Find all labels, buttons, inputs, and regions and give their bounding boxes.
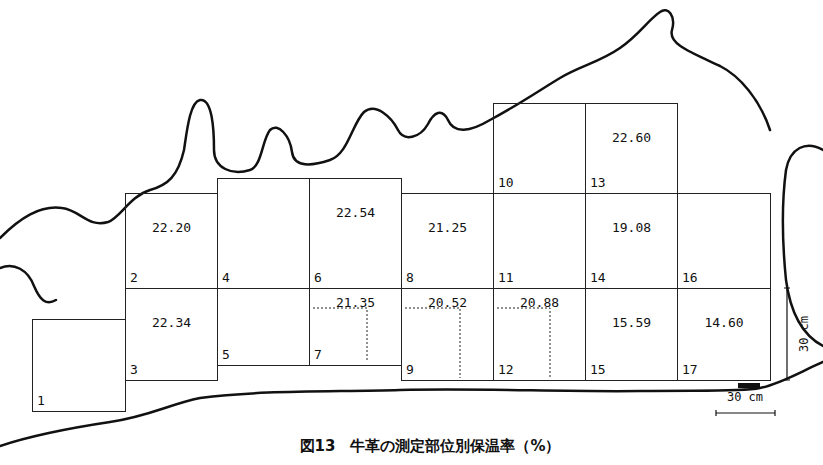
cell-number: 2 bbox=[130, 270, 138, 285]
insulation-value: 15.59 bbox=[586, 315, 677, 330]
insulation-value: 14.60 bbox=[678, 315, 770, 330]
insulation-value: 22.34 bbox=[126, 315, 217, 330]
insulation-value: 22.20 bbox=[126, 220, 217, 235]
measurement-cell: 10 bbox=[493, 103, 586, 194]
cell-number: 8 bbox=[406, 270, 414, 285]
cell-number: 14 bbox=[590, 270, 606, 285]
cell-number: 11 bbox=[498, 270, 514, 285]
cell-number: 12 bbox=[498, 362, 514, 377]
cell-number: 9 bbox=[406, 362, 414, 377]
measurement-cell: 21.25 8 bbox=[401, 193, 494, 289]
measurement-cell: 22.54 6 bbox=[309, 178, 402, 289]
figure-caption: 図13 牛革の測定部位別保温率（%） bbox=[300, 437, 561, 456]
measurement-cell: 19.08 14 bbox=[585, 193, 678, 289]
measurement-cell: 20.88 12 bbox=[493, 288, 586, 381]
cell-number: 13 bbox=[590, 175, 606, 190]
insulation-value: 19.08 bbox=[586, 220, 677, 235]
cell-number: 15 bbox=[590, 362, 606, 377]
measurement-cell: 4 bbox=[217, 178, 310, 289]
scale-label: 30 cm bbox=[727, 390, 763, 404]
cell-number: 1 bbox=[37, 393, 45, 408]
insulation-value: 22.54 bbox=[310, 205, 401, 220]
measurement-cell: 1 bbox=[32, 319, 126, 412]
insulation-value: 20.52 bbox=[402, 295, 493, 310]
measurement-cell: 21.35 7 bbox=[309, 288, 402, 366]
cell-number: 17 bbox=[682, 362, 698, 377]
cell-number: 4 bbox=[222, 270, 230, 285]
cell-number: 7 bbox=[314, 347, 322, 362]
measurement-cell: 15.59 15 bbox=[585, 288, 678, 381]
measurement-cell: 20.52 9 bbox=[401, 288, 494, 381]
cell-number: 6 bbox=[314, 270, 322, 285]
cell-number: 10 bbox=[498, 175, 514, 190]
cell-number: 5 bbox=[222, 347, 230, 362]
measurement-cell: 22.60 13 bbox=[585, 103, 678, 194]
insulation-value: 21.25 bbox=[402, 220, 493, 235]
measurement-cell: 14.60 17 bbox=[677, 288, 771, 381]
cell-number: 16 bbox=[682, 270, 698, 285]
measurement-cell: 16 bbox=[677, 193, 771, 289]
measurement-cell: 5 bbox=[217, 288, 310, 366]
measurement-cell: 11 bbox=[493, 193, 586, 289]
insulation-value: 20.88 bbox=[494, 295, 585, 310]
cell-number: 3 bbox=[130, 362, 138, 377]
insulation-value: 21.35 bbox=[310, 295, 401, 310]
scale-label: 30 cm bbox=[797, 316, 811, 352]
measurement-cell: 22.34 3 bbox=[125, 288, 218, 381]
insulation-value: 22.60 bbox=[586, 130, 677, 145]
measurement-cell: 22.20 2 bbox=[125, 193, 218, 289]
